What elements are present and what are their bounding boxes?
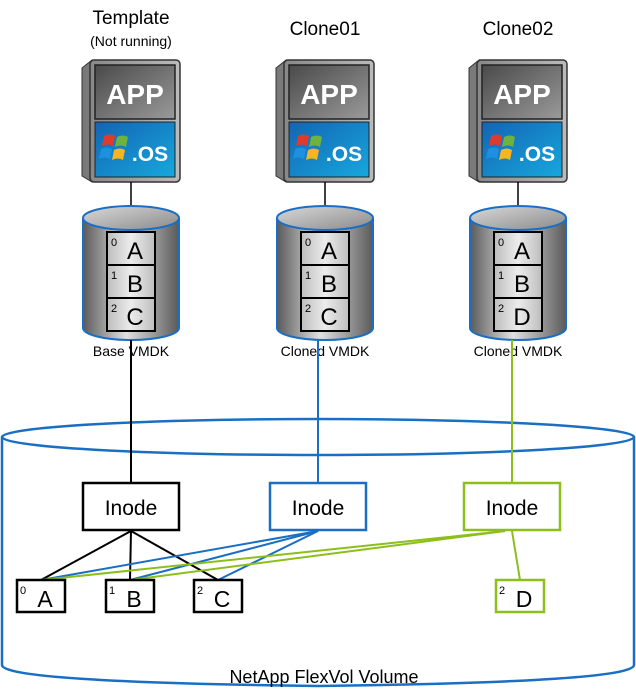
disk-label: Cloned VMDK (474, 343, 563, 359)
block-letter: D (513, 304, 530, 331)
windows-logo-icon (486, 134, 515, 160)
vmdk-block (106, 297, 156, 332)
block-letter: B (127, 271, 143, 298)
block-letter: B (514, 271, 530, 298)
vmdk-block (493, 297, 543, 332)
volume-block-d (494, 578, 546, 614)
inode-label: Inode (292, 497, 345, 520)
os-label: .OS (519, 143, 555, 166)
vmdk-block (106, 231, 156, 266)
inode-box (268, 481, 368, 532)
vm-title: Clone02 (483, 19, 554, 40)
block-index: 0 (498, 237, 504, 249)
vm-title: Clone01 (290, 19, 361, 40)
app-label: APP (493, 79, 551, 110)
app-label: APP (300, 79, 358, 110)
volume-block-letter: D (516, 586, 533, 612)
vmdk-block (106, 264, 156, 299)
windows-logo-icon (99, 134, 128, 160)
vm-subtitle: (Not running) (90, 33, 172, 49)
vmdk-disk-top (469, 205, 567, 231)
volume-block-a (15, 578, 67, 614)
block-pointer-line (40, 530, 506, 581)
inode-box (462, 481, 562, 532)
app-label: APP (106, 79, 164, 110)
block-pointer-line (129, 530, 319, 581)
volume-block-letter: C (214, 586, 231, 612)
os-label: .OS (326, 143, 362, 166)
volume-block-index: 2 (197, 585, 203, 597)
volume-block-index: 2 (499, 585, 505, 597)
block-index: 0 (305, 237, 311, 249)
volume-block-c (192, 578, 244, 614)
block-pointer-line (129, 530, 506, 581)
block-pointer-line (40, 530, 132, 581)
windows-logo-icon (293, 134, 322, 160)
block-pointer-line (129, 530, 132, 581)
block-index: 0 (111, 237, 117, 249)
vmdk-block (300, 297, 350, 332)
inode-box (81, 481, 181, 532)
block-index: 1 (111, 270, 117, 282)
block-letter: C (126, 304, 143, 331)
block-letter: A (514, 238, 530, 265)
block-index: 1 (305, 270, 311, 282)
volume-block-letter: B (126, 586, 141, 612)
block-letter: A (321, 238, 337, 265)
vmdk-block (300, 231, 350, 266)
vmdk-disk-top (276, 205, 374, 231)
inode-label: Inode (486, 497, 539, 520)
volume-block-letter: A (37, 586, 53, 612)
block-index: 2 (498, 303, 504, 315)
app-panel (288, 64, 370, 120)
vmdk-block (300, 264, 350, 299)
block-index: 2 (111, 303, 117, 315)
os-label: .OS (132, 143, 168, 166)
block-letter: C (320, 304, 337, 331)
vm-title: Template (92, 8, 169, 29)
block-letter: A (127, 238, 143, 265)
volume-block-index: 0 (20, 585, 26, 597)
vmdk-disk-top (82, 205, 180, 231)
disk-label: Cloned VMDK (281, 343, 370, 359)
volume-block-index: 1 (109, 585, 115, 597)
volume-label: NetApp FlexVol Volume (229, 667, 418, 687)
block-pointer-line (511, 530, 521, 581)
app-panel (481, 64, 563, 120)
block-index: 1 (498, 270, 504, 282)
block-letter: B (321, 271, 337, 298)
block-index: 2 (305, 303, 311, 315)
volume-block-b (104, 578, 156, 614)
block-pointer-line (40, 530, 319, 581)
inode-label: Inode (105, 497, 158, 520)
app-panel (94, 64, 176, 120)
